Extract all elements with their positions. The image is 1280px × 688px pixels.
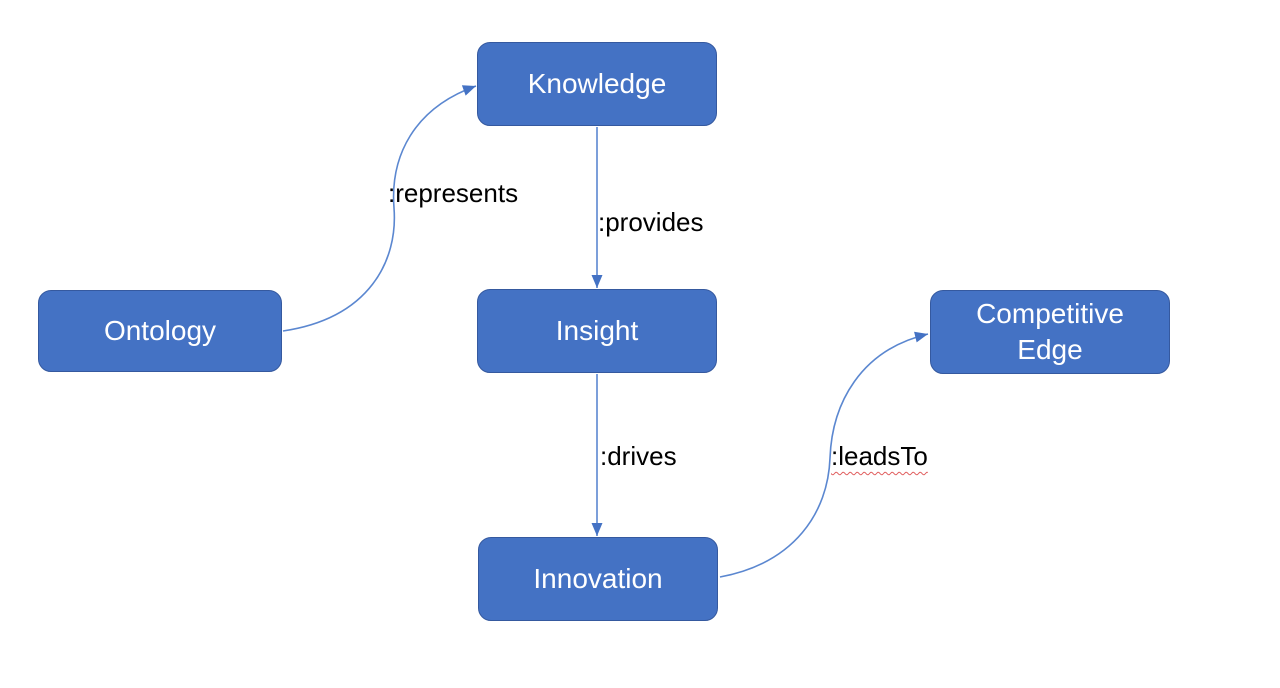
node-innovation[interactable]: Innovation xyxy=(478,537,718,621)
edge-label-drives[interactable]: :drives xyxy=(600,441,677,471)
node-label: Competitive Edge xyxy=(976,297,1124,365)
node-ontology[interactable]: Ontology xyxy=(38,290,282,372)
node-label: Knowledge xyxy=(527,67,667,99)
edge-label-represents[interactable]: :represents xyxy=(388,178,519,208)
node-label: Innovation xyxy=(533,562,663,594)
node-competitive-edge[interactable]: Competitive Edge xyxy=(930,290,1170,374)
edge-label-leadsTo[interactable]: :leadsTo xyxy=(831,441,928,471)
edge-label-provides[interactable]: :provides xyxy=(598,207,704,237)
edge-leadsTo[interactable] xyxy=(719,333,929,578)
node-label: Ontology xyxy=(103,314,217,346)
node-insight[interactable]: Insight xyxy=(477,289,717,373)
node-label: Insight xyxy=(555,314,639,346)
node-knowledge[interactable]: Knowledge xyxy=(477,42,717,126)
edge-represents[interactable] xyxy=(282,85,477,332)
